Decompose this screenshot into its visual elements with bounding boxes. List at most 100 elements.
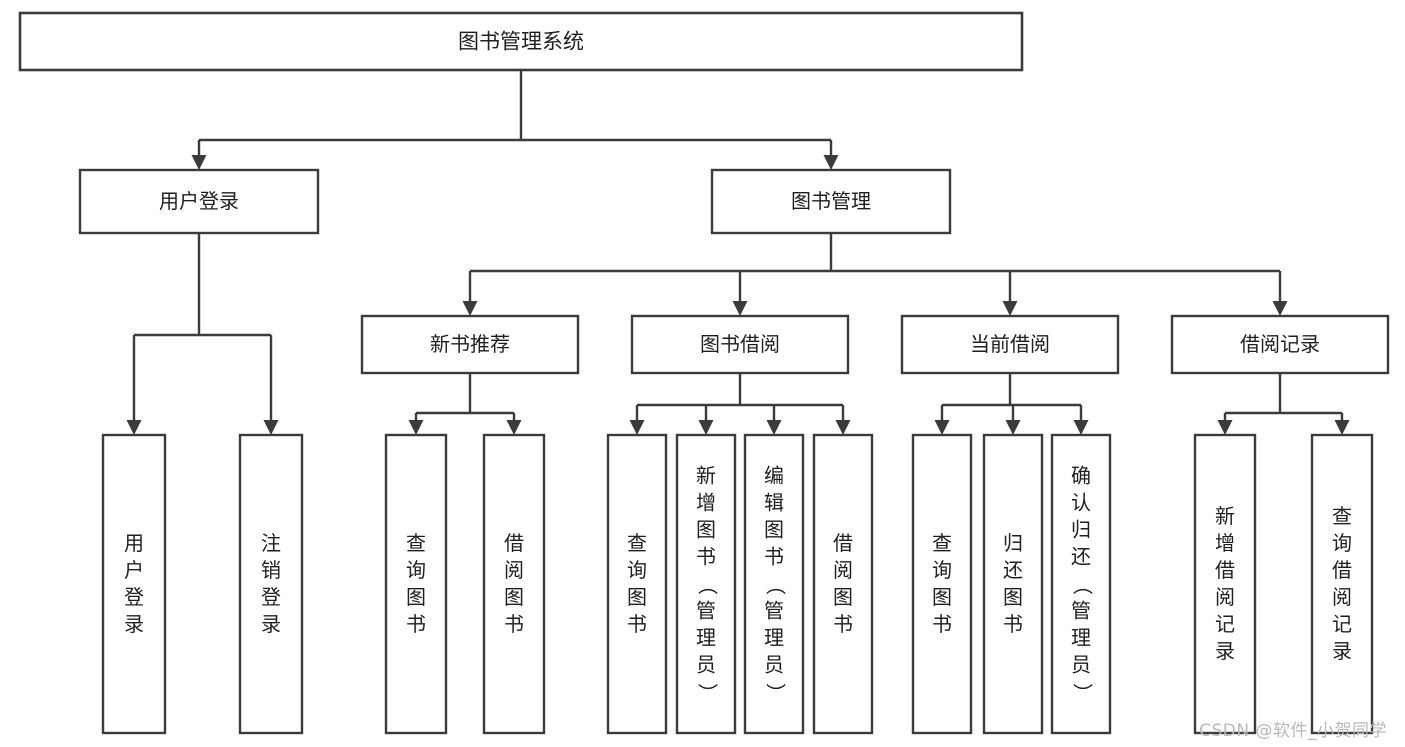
csdn-watermark: CSDN @软件_小贺同学	[1199, 721, 1387, 741]
node-label: 图书管理	[791, 189, 871, 213]
node-box	[360, 314, 580, 375]
svg-text:查: 查	[932, 531, 952, 555]
node-box	[911, 433, 973, 735]
svg-text:管: 管	[1071, 599, 1091, 623]
svg-text:书: 书	[1003, 612, 1023, 636]
svg-text:员: 员	[1071, 653, 1091, 677]
book-manage-to-current-borrow-arrowhead	[1002, 301, 1018, 316]
node-box	[812, 433, 874, 735]
nodes-layer: 图书管理系统用户登录图书管理新书推荐图书借阅当前借阅借阅记录用户登录注销登录查询…	[18, 11, 1390, 735]
svg-text:理: 理	[696, 626, 716, 650]
svg-text:）: ）	[696, 683, 720, 703]
leaf-node-user-login-do[interactable]: 用户登录	[101, 433, 167, 735]
node-box	[18, 11, 1024, 72]
svg-text:阅: 阅	[504, 558, 524, 582]
book-borrow-to-borrow-book-2-arrowhead	[835, 420, 851, 435]
svg-text:新: 新	[696, 464, 716, 488]
svg-text:查: 查	[627, 531, 647, 555]
svg-text:询: 询	[1332, 531, 1352, 555]
node-box	[1050, 433, 1112, 735]
node-box	[675, 433, 737, 735]
svg-text:阅: 阅	[1332, 585, 1352, 609]
svg-text:图: 图	[406, 585, 426, 609]
svg-text:登: 登	[261, 585, 281, 609]
svg-text:图: 图	[932, 585, 952, 609]
svg-text:增: 增	[1215, 531, 1235, 555]
svg-text:管: 管	[764, 599, 784, 623]
svg-text:员: 员	[696, 653, 716, 677]
svg-text:归: 归	[1071, 518, 1091, 542]
new-book-recommend-to-query-book-1-arrowhead	[408, 420, 424, 435]
node-box	[238, 433, 304, 735]
svg-text:新: 新	[1215, 504, 1235, 528]
svg-text:理: 理	[764, 626, 784, 650]
svg-text:理: 理	[1071, 626, 1091, 650]
svg-text:还: 还	[1003, 558, 1023, 582]
root-to-book-manage-arrowhead	[823, 155, 839, 170]
node-box	[710, 168, 952, 235]
svg-text:录: 录	[1332, 639, 1352, 663]
svg-text:编: 编	[764, 464, 784, 488]
node-box	[78, 168, 320, 235]
node-label: 图书借阅	[700, 332, 780, 356]
node-box	[982, 433, 1044, 735]
book-borrow-to-query-book-2-arrowhead	[629, 420, 645, 435]
svg-text:还: 还	[1071, 545, 1091, 569]
node-box	[1193, 433, 1257, 735]
root-to-user-login-arrowhead	[191, 155, 207, 170]
svg-text:登: 登	[124, 585, 144, 609]
node-borrow-record[interactable]: 借阅记录	[1170, 314, 1390, 375]
node-book-manage[interactable]: 图书管理	[710, 168, 952, 235]
svg-text:记: 记	[1215, 612, 1235, 636]
svg-text:销: 销	[261, 558, 281, 582]
node-current-borrow[interactable]: 当前借阅	[900, 314, 1120, 375]
svg-text:查: 查	[1332, 504, 1352, 528]
svg-text:记: 记	[1332, 612, 1352, 636]
connectors-layer	[126, 70, 1350, 435]
node-new-book-recommend[interactable]: 新书推荐	[360, 314, 580, 375]
svg-text:（: （	[1071, 575, 1095, 595]
svg-text:书: 书	[764, 545, 784, 569]
node-root[interactable]: 图书管理系统	[18, 11, 1024, 72]
book-borrow-to-add-book-admin-arrowhead	[698, 420, 714, 435]
svg-text:借: 借	[833, 531, 853, 555]
svg-text:询: 询	[627, 558, 647, 582]
svg-text:录: 录	[261, 612, 281, 636]
node-box	[743, 433, 805, 735]
node-book-borrow[interactable]: 图书借阅	[630, 314, 850, 375]
node-box	[101, 433, 167, 735]
svg-text:图: 图	[696, 518, 716, 542]
svg-text:图: 图	[627, 585, 647, 609]
svg-text:录: 录	[124, 612, 144, 636]
node-box	[384, 433, 448, 735]
user-login-to-user-logout-arrowhead	[263, 420, 279, 435]
svg-text:（: （	[696, 575, 720, 595]
svg-text:注: 注	[261, 531, 281, 555]
node-user-login[interactable]: 用户登录	[78, 168, 320, 235]
svg-text:归: 归	[1003, 531, 1023, 555]
svg-text:借: 借	[504, 531, 524, 555]
current-borrow-to-return-book-arrowhead	[1005, 420, 1021, 435]
new-book-recommend-to-borrow-book-1-arrowhead	[506, 420, 522, 435]
